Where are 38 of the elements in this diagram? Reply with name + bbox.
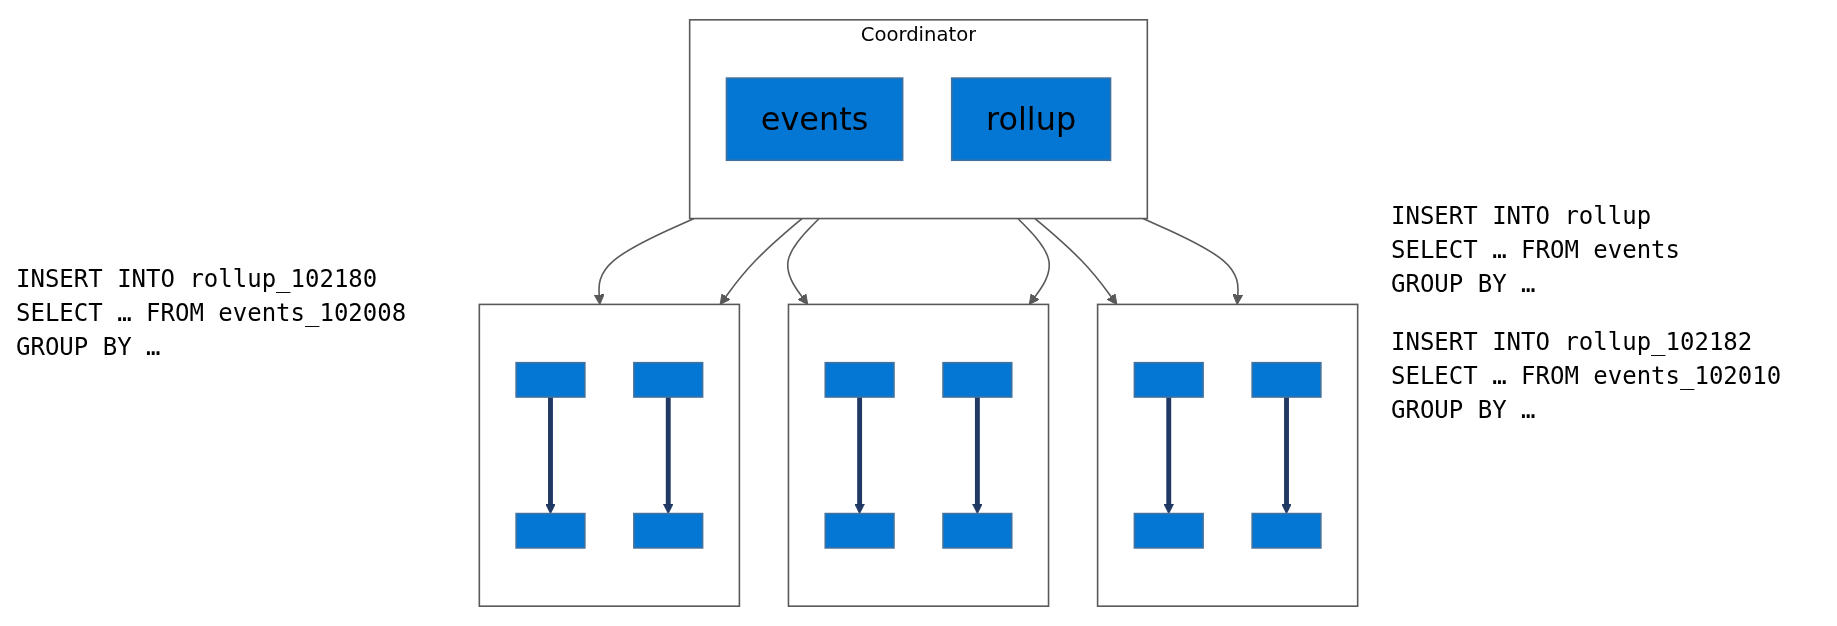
node-box: [1251, 361, 1322, 398]
cluster: [787, 303, 1050, 607]
arrow: [854, 397, 865, 515]
arrow: [545, 397, 556, 515]
sql-code-line: INSERT INTO rollup: [1391, 202, 1653, 230]
sql-code-line: INSERT INTO rollup_102180: [16, 265, 379, 293]
node-box: [1251, 512, 1322, 549]
arrow: [1142, 217, 1244, 305]
cluster: [478, 303, 741, 607]
node-box: [824, 361, 895, 398]
arrow: [1017, 217, 1051, 305]
arrow: [1281, 397, 1292, 515]
sql-code-line: INSERT INTO rollup_102182: [1391, 328, 1754, 356]
node-box: [515, 361, 586, 398]
arrow: [972, 397, 983, 515]
arrow: [719, 217, 803, 305]
arrow: [786, 217, 820, 305]
node-box: [515, 512, 586, 549]
arrow: [593, 217, 695, 305]
arrow: [1163, 397, 1175, 515]
sql-code-line: GROUP BY …: [1391, 270, 1537, 298]
node-box: [1133, 361, 1204, 398]
node-box: [1133, 512, 1204, 549]
sql-code-line: SELECT … FROM events_102008: [16, 299, 408, 327]
sql-code-line: SELECT … FROM events_102010: [1391, 362, 1783, 390]
node-box: [942, 512, 1013, 549]
sql-code-line: GROUP BY …: [1391, 396, 1537, 424]
node-box: [633, 361, 704, 398]
node-box: [633, 512, 704, 549]
cluster: [1096, 303, 1359, 607]
sql-code-line: SELECT … FROM events: [1391, 236, 1681, 264]
arrow: [1034, 217, 1118, 305]
node-box: rollup: [950, 77, 1112, 162]
arrow: [662, 397, 674, 515]
node-box: [942, 361, 1013, 398]
node-box: events: [725, 77, 904, 162]
sql-code-line: GROUP BY …: [16, 333, 162, 361]
node-box: [824, 512, 895, 549]
